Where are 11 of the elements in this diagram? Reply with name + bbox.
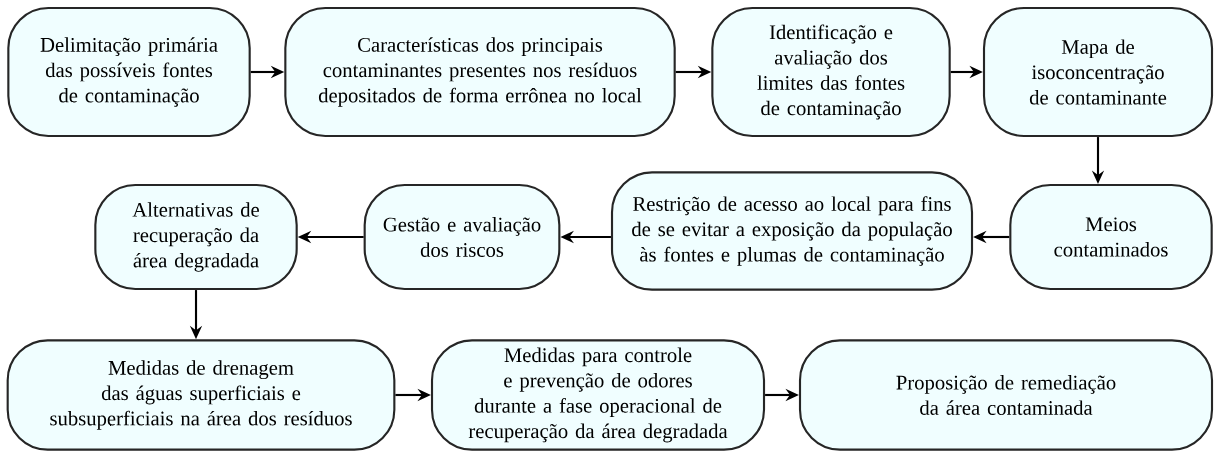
process-box: Restrição de acesso ao local para fins de se evitar a exposição da população às fontes e plumas de contaminação <box>610 171 974 291</box>
process-box: Medidas para controle e prevenção de odores durante a fase operacional de recuperação da área degradada <box>430 339 766 451</box>
process-box: Gestão e avaliação dos riscos <box>363 183 561 291</box>
process-box: Identificação e avaliação dos limites das fontes de contaminação <box>711 6 951 138</box>
process-box: Proposição de remediação da área contaminada <box>798 339 1214 451</box>
process-box: Delimitação primária das possíveis fontes de contaminação <box>7 6 251 138</box>
process-box: Medidas de drenagem das águas superficiais e subsuperficiais na área dos resíduos <box>6 339 396 451</box>
process-box: Alternativas de recuperação da área degradada <box>94 183 298 291</box>
process-box: Meios contaminados <box>1009 183 1213 291</box>
process-box: Mapa de isoconcentração de contaminante <box>982 6 1214 138</box>
process-box: Características dos principais contaminantes presentes nos resíduos depositados de forma errônea no local <box>284 6 676 138</box>
